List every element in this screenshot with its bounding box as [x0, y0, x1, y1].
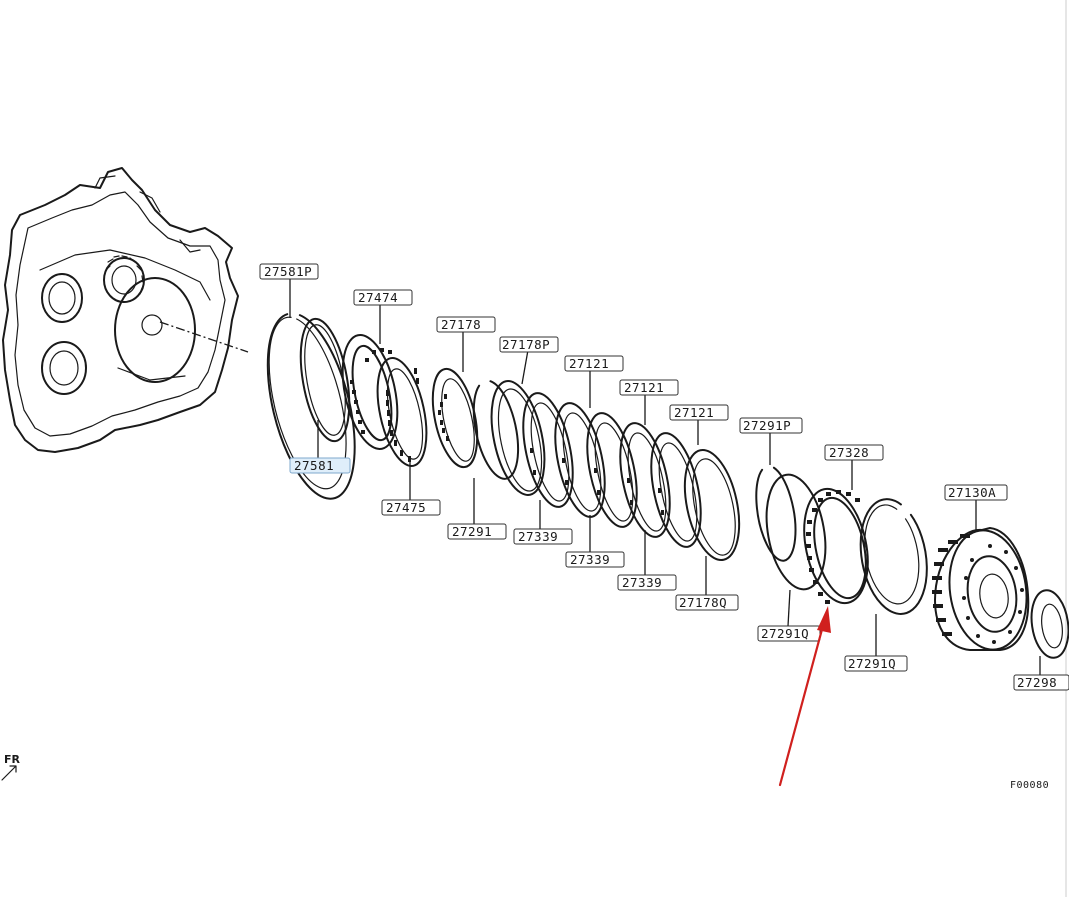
callout-27178[interactable]: 27178 [436, 316, 496, 333]
callout-27339-a[interactable]: 27339 [513, 528, 573, 545]
svg-text:27178P: 27178P [502, 337, 550, 352]
part-27291Q-snap-ring-a [765, 473, 827, 591]
part-27291Q-snap-ring-b [859, 498, 928, 615]
callout-labels: 27581P 27581 27474 27475 27178 27291 271… [259, 263, 1069, 691]
callout-27581[interactable]: 27581 [289, 457, 351, 474]
part-27130A-drum [932, 527, 1030, 651]
callout-27291Q-b[interactable]: 27291Q [844, 655, 908, 672]
case-gear [103, 255, 145, 303]
part-27178Q-plate [683, 448, 741, 562]
clutch-pack [522, 392, 702, 548]
fr-direction-marker: FR [1, 753, 21, 781]
callout-27475[interactable]: 27475 [381, 499, 441, 516]
transmission-case [2, 167, 249, 453]
svg-text:FR: FR [4, 753, 21, 766]
callout-27291[interactable]: 27291 [447, 523, 507, 540]
callout-27339-c[interactable]: 27339 [617, 574, 677, 591]
callout-27178Q[interactable]: 27178Q [675, 594, 739, 611]
svg-text:27178Q: 27178Q [679, 595, 727, 610]
svg-text:27339: 27339 [622, 575, 662, 590]
svg-text:27339: 27339 [570, 552, 610, 567]
svg-text:27291: 27291 [452, 524, 492, 539]
callout-27121-b[interactable]: 27121 [619, 379, 679, 396]
svg-text:27291Q: 27291Q [761, 626, 809, 641]
svg-text:27121: 27121 [674, 405, 714, 420]
callout-27121-a[interactable]: 27121 [564, 355, 624, 372]
callout-27121-c[interactable]: 27121 [669, 404, 729, 421]
figure-code: F00080 [1010, 780, 1049, 791]
svg-text:27121: 27121 [624, 380, 664, 395]
part-27291-snap-ring [472, 380, 520, 480]
part-27581-ring [299, 317, 351, 443]
part-27581P-snap-ring [266, 313, 356, 500]
svg-text:27328: 27328 [829, 445, 869, 460]
svg-text:27291Q: 27291Q [848, 656, 896, 671]
svg-text:27298: 27298 [1017, 675, 1057, 690]
callout-27298[interactable]: 27298 [1013, 674, 1069, 691]
svg-text:27339: 27339 [518, 529, 558, 544]
svg-text:27475: 27475 [386, 500, 426, 515]
svg-text:27291P: 27291P [743, 418, 791, 433]
svg-text:27581: 27581 [294, 458, 334, 473]
callout-27291Q-a[interactable]: 27291Q [757, 625, 821, 642]
callout-27178P[interactable]: 27178P [499, 336, 559, 353]
svg-text:27130A: 27130A [948, 485, 996, 500]
part-27178-plate [431, 367, 479, 469]
callout-27581P[interactable]: 27581P [259, 263, 319, 280]
callout-27474[interactable]: 27474 [353, 289, 413, 306]
part-27475-piston [376, 357, 428, 467]
leader-lines [289, 276, 1041, 675]
svg-text:27581P: 27581P [264, 264, 312, 279]
red-annotation-arrow [778, 606, 831, 787]
part-27291P-snap-ring [755, 466, 797, 562]
svg-text:27178: 27178 [441, 317, 481, 332]
part-27298-washer [1030, 589, 1069, 659]
callout-27291P[interactable]: 27291P [739, 417, 803, 434]
svg-text:27121: 27121 [569, 356, 609, 371]
callout-27328[interactable]: 27328 [824, 444, 884, 461]
part-27474-retainer [341, 334, 399, 450]
part-27178P-plate [490, 380, 546, 496]
svg-text:27474: 27474 [358, 290, 398, 305]
callout-27339-b[interactable]: 27339 [565, 551, 625, 568]
callout-27130A[interactable]: 27130A [944, 484, 1008, 501]
